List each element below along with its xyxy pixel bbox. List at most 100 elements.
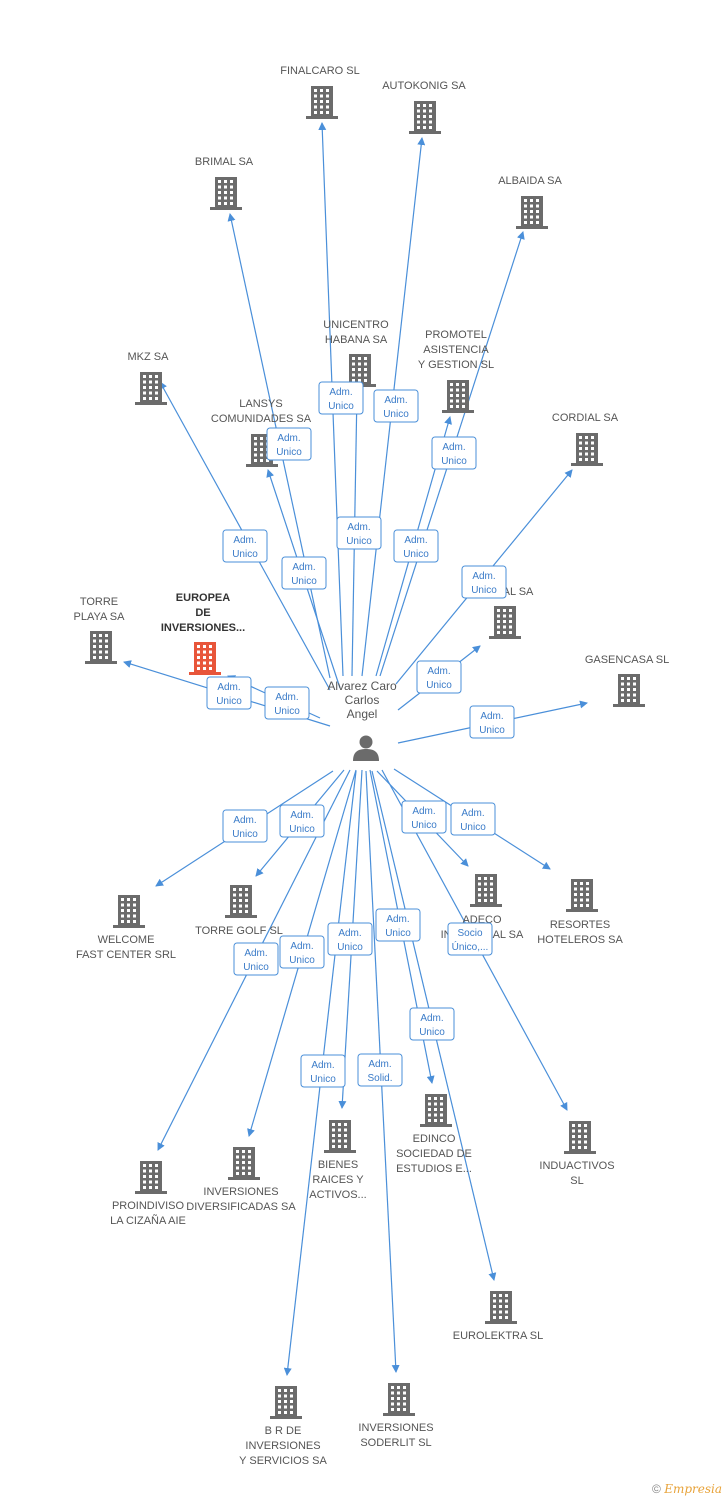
edge-label-text: Adm. [233, 815, 256, 826]
person-node[interactable]: Alvarez Caro Carlos Angel [327, 679, 397, 761]
edge-label-albaida[interactable]: Adm.Unico [431, 436, 477, 470]
company-label-line: MKZ SA [128, 351, 170, 363]
edge-label-torre-playa[interactable]: Adm.Unico [264, 686, 310, 720]
edge-label-soderlit[interactable]: Adm.Solid. [357, 1053, 403, 1087]
edge-label-edinco[interactable]: Adm.Unico [375, 908, 421, 942]
edge-label-text: Adm. [480, 711, 503, 722]
company-node-brimal[interactable]: BRIMAL SA [195, 156, 254, 210]
edge-label-torre-golf[interactable]: Adm.Unico [279, 804, 325, 838]
building-icon [225, 885, 257, 918]
company-label-line: DE [195, 607, 210, 619]
edge-label-text: Adm. [244, 948, 267, 959]
edge-label-lansys[interactable]: Adm.Unico [281, 556, 327, 590]
company-node-finalcaro[interactable]: FINALCARO SL [280, 65, 360, 119]
edge-label-eurolektra[interactable]: Adm.Unico [409, 1007, 455, 1041]
edge-label-text: Unico [479, 725, 505, 736]
company-label-line: CORDIAL SA [552, 412, 619, 424]
edge-label-finalcaro[interactable]: Adm.Unico [318, 381, 364, 415]
edge-label-europea[interactable]: Adm.Unico [206, 676, 252, 710]
company-node-mkz[interactable]: MKZ SA [128, 351, 170, 405]
person-name-line-1: Alvarez Caro [327, 679, 397, 693]
company-label-line: AUTOKONIG SA [382, 80, 466, 92]
edge-label-text: Unico [310, 1074, 336, 1085]
edge-label-al-sa[interactable]: Adm.Unico [416, 660, 462, 694]
building-icon [613, 674, 645, 707]
edge-label-autokonig[interactable]: Adm.Unico [373, 389, 419, 423]
company-node-edinco[interactable]: EDINCO SOCIEDAD DE ESTUDIOS E... [396, 1094, 472, 1175]
edge-label-welcome[interactable]: Adm.Unico [222, 809, 268, 843]
company-node-europea[interactable]: EUROPEADEINVERSIONES... [161, 592, 245, 675]
company-node-gasencasa[interactable]: GASENCASA SL [585, 654, 669, 707]
company-label-line: PLAYA SA [74, 611, 126, 623]
company-node-autokonig[interactable]: AUTOKONIG SA [382, 80, 466, 134]
edge-label-text: Unico [419, 1027, 445, 1038]
edge-label-adeco[interactable]: Adm.Unico [401, 800, 447, 834]
company-label-line: EDINCO [413, 1133, 456, 1145]
company-label-line: ESTUDIOS E... [396, 1163, 472, 1175]
company-node-cordial[interactable]: CORDIAL SA [552, 412, 619, 466]
edge-label-text: Adm. [233, 535, 256, 546]
edge-label-br[interactable]: Adm. Unico [300, 1054, 346, 1088]
edge-label-inductivos[interactable]: SocioÚnico,... [447, 922, 493, 956]
building-icon [210, 177, 242, 210]
company-label-line: FINALCARO SL [280, 65, 359, 77]
company-label-line: EUROPEA [176, 592, 230, 604]
edge-label-text: Adm. [442, 442, 465, 453]
footer: © Empresia [652, 1482, 722, 1496]
building-icon [113, 895, 145, 928]
company-label-line: TORRE [80, 596, 118, 608]
company-node-torre-golf[interactable]: TORRE GOLF SL [195, 885, 283, 937]
edge-label-text: Adm. [329, 387, 352, 398]
edge-label-mkz[interactable]: Adm.Unico [222, 529, 268, 563]
company-node-albaida[interactable]: ALBAIDA SA [498, 175, 562, 229]
edge-label-text: Adm. [290, 941, 313, 952]
building-icon [516, 196, 548, 229]
company-node-al-sa[interactable]: AL SA [489, 586, 534, 639]
building-icon [135, 372, 167, 405]
company-label-line: SOCIEDAD DE [396, 1148, 472, 1160]
company-label-line: ALBAIDA SA [498, 175, 562, 187]
company-label-line: AL SA [503, 586, 534, 598]
edge-label-cordial[interactable]: Adm.Unico [461, 565, 507, 599]
edge-label-text: Unico [337, 942, 363, 953]
company-label-line: BIENES [318, 1159, 358, 1171]
company-label-line: Y GESTION SL [418, 359, 494, 371]
company-label-line: PROMOTEL [425, 329, 487, 341]
brand-logo[interactable]: Empresia [664, 1482, 722, 1496]
company-node-eurolektra[interactable]: EUROLEKTRA SL [453, 1291, 543, 1342]
building-icon [442, 380, 474, 413]
edge-label-text: Adm. [472, 571, 495, 582]
edge-label-inversiones-div[interactable]: Adm.Unico [279, 935, 325, 969]
edge-label-brimal[interactable]: Adm.Unico [266, 427, 312, 461]
edge-label-text: Adm. [311, 1060, 334, 1071]
edge-label-bienes[interactable]: Adm.Unico [327, 922, 373, 956]
edge-label-unicentro[interactable]: Adm.Unico [336, 516, 382, 550]
edge-label-text: Adm. [275, 692, 298, 703]
edge-label-text: Unico [385, 928, 411, 939]
edge-label-text: Adm. [347, 522, 370, 533]
building-icon [409, 101, 441, 134]
company-node-torre-playa[interactable]: TORRE PLAYA SA [74, 596, 126, 664]
edge-label-text: Adm. [277, 433, 300, 444]
edge-label-promotel[interactable]: Adm.Unico [393, 529, 439, 563]
edge-label-text: Adm. [290, 810, 313, 821]
edge-label-proindiviso[interactable]: Adm.Unico [233, 942, 279, 976]
edge-label-text: Adm. [461, 808, 484, 819]
edge-label-resortes[interactable]: Adm. Unico [450, 802, 496, 836]
company-label-line: GASENCASA SL [585, 654, 669, 666]
edge-label-text: Unico [403, 549, 429, 560]
edge-label-text: Unico [291, 576, 317, 587]
edge-label-gasencasa[interactable]: Adm. Unico [469, 705, 515, 739]
edge-label-text: Unico [460, 822, 486, 833]
